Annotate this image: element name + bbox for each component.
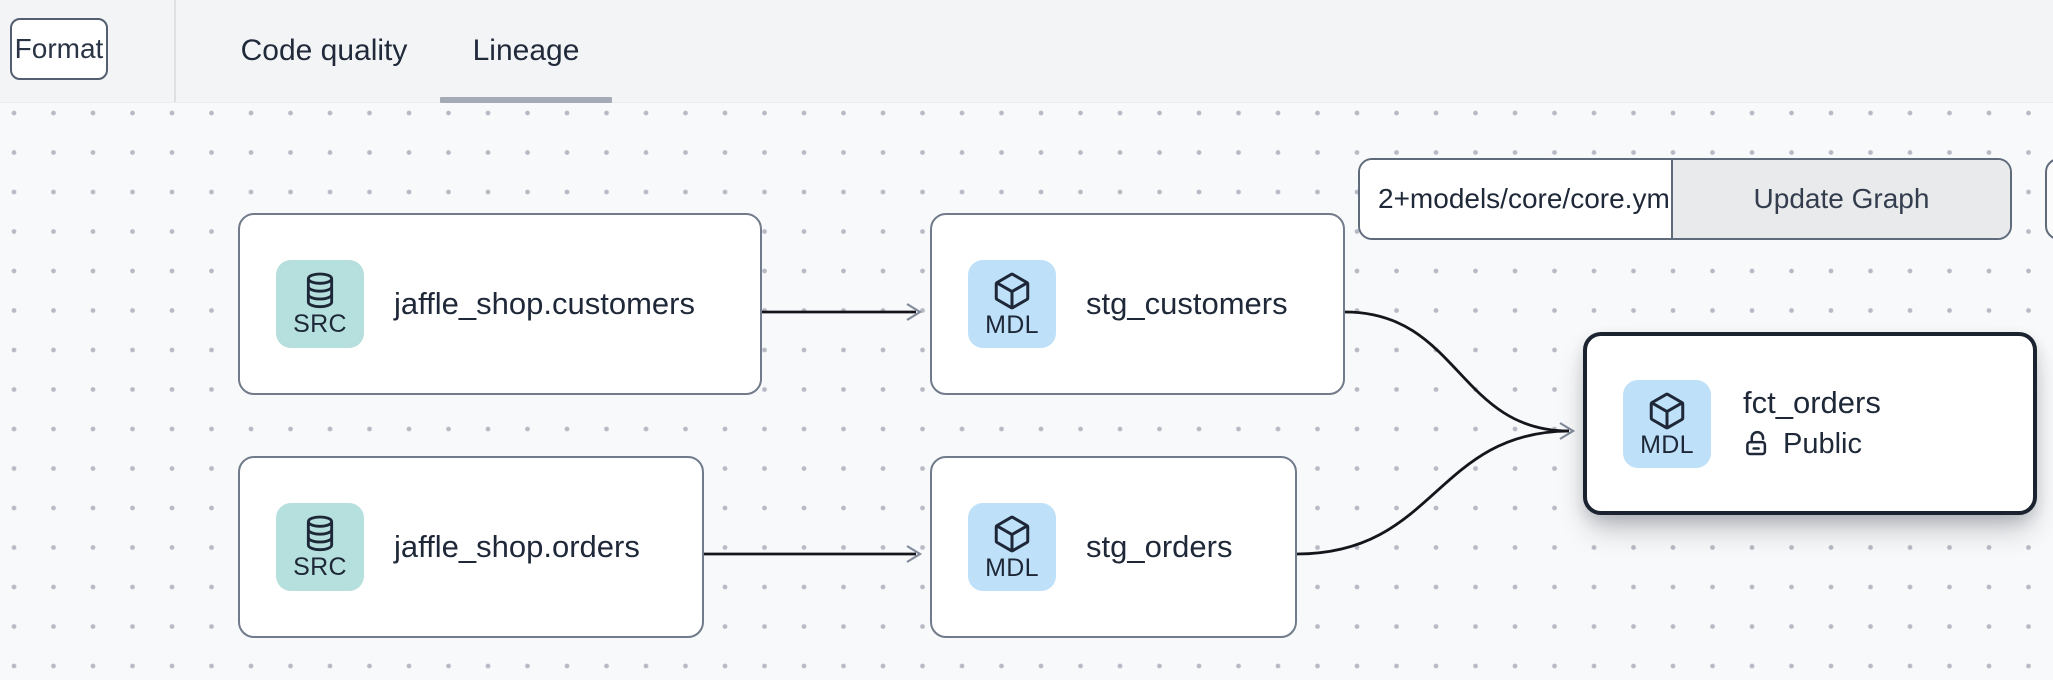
tab-lineage[interactable]: Lineage <box>472 34 580 67</box>
model-node-badge: MDL <box>1623 379 1711 468</box>
update-graph-button[interactable]: Update Graph <box>1671 160 2010 238</box>
source-node-badge: SRC <box>276 503 364 591</box>
tab-code-quality[interactable]: Code quality <box>240 34 408 67</box>
node-stg-customers[interactable]: MDL stg_customers <box>930 213 1345 395</box>
database-icon <box>306 515 334 552</box>
node-stg-orders[interactable]: MDL stg_orders <box>930 456 1297 638</box>
node-label: stg_customers <box>1086 286 1288 321</box>
node-type-label: MDL <box>1640 430 1694 459</box>
lineage-selector-input[interactable]: 2+models/core/core.yml+2 <box>1360 160 1708 238</box>
access-badge: Public <box>1743 428 1881 461</box>
editor-toolbar: Format Code quality Lineage <box>0 0 2053 103</box>
node-jaffle-shop-orders[interactable]: SRC jaffle_shop.orders <box>238 456 704 638</box>
node-type-label: MDL <box>985 554 1039 582</box>
source-node-badge: SRC <box>276 260 364 348</box>
lineage-selector-group: 2+models/core/core.yml+2 Update Graph <box>1358 158 2012 240</box>
format-button[interactable]: Format <box>10 18 108 80</box>
unlock-icon <box>1746 431 1767 456</box>
node-jaffle-shop-customers[interactable]: SRC jaffle_shop.customers <box>238 213 762 395</box>
node-fct-orders-selected[interactable]: MDL fct_orders Public <box>1583 332 2037 515</box>
node-type-label: SRC <box>293 553 347 581</box>
node-type-label: SRC <box>293 310 347 338</box>
model-node-badge: MDL <box>968 260 1056 348</box>
cube-icon <box>1649 392 1685 429</box>
cube-icon <box>994 515 1030 553</box>
node-label: jaffle_shop.customers <box>394 286 695 321</box>
database-icon <box>306 272 334 309</box>
node-label: fct_orders <box>1743 385 1881 421</box>
active-tab-indicator <box>440 97 612 103</box>
node-label: stg_orders <box>1086 529 1233 564</box>
cube-icon <box>994 272 1030 310</box>
model-node-badge: MDL <box>968 503 1056 591</box>
node-type-label: MDL <box>985 311 1039 339</box>
clipped-control-button[interactable] <box>2045 158 2053 240</box>
toolbar-divider <box>174 0 176 102</box>
access-label: Public <box>1783 427 1862 460</box>
node-label: jaffle_shop.orders <box>394 529 640 564</box>
